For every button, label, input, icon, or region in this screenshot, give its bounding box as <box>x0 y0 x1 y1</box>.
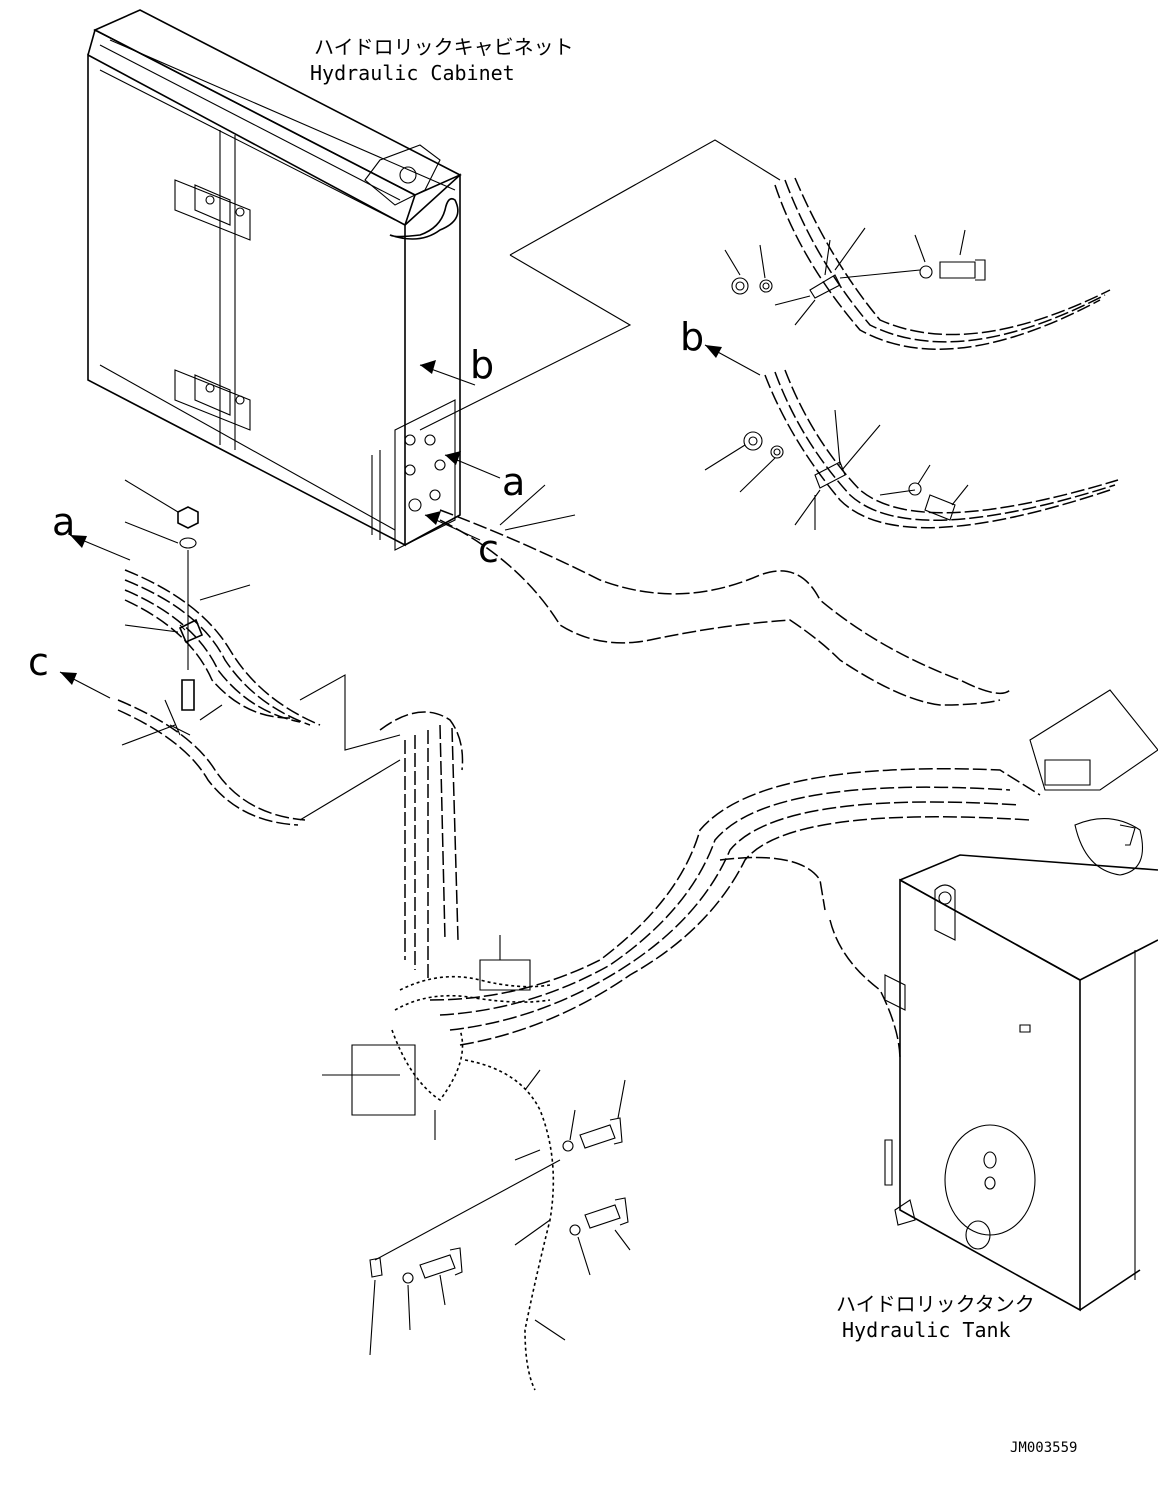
callout-a-detail: a <box>52 500 75 544</box>
callout-b-cabinet: b <box>470 343 494 387</box>
hydraulic-cabinet <box>87 9 462 551</box>
tank-label-en: Hydraulic Tank <box>842 1318 1011 1342</box>
clamp-leaders <box>499 484 576 531</box>
callout-c-detail: c <box>28 640 49 684</box>
callout-b-detail: b <box>680 315 704 359</box>
hose-cabinet-to-tank <box>439 509 1011 695</box>
detail-left: a c <box>28 479 401 826</box>
cabinet-label-jp: ハイドロリックキャビネット <box>314 35 574 59</box>
detail-reference-box <box>419 139 781 431</box>
cabinet-label-en: Hydraulic Cabinet <box>310 61 515 85</box>
drawing-id: JM003559 <box>1010 1440 1077 1456</box>
hose-cabinet-lower <box>439 519 1001 706</box>
center-hose-bundle <box>322 711 1041 1391</box>
tank-label-jp: ハイドロリックタンク <box>836 1292 1035 1316</box>
callout-a-cabinet: a <box>502 460 525 504</box>
hydraulic-tank <box>884 689 1158 1312</box>
detail-upper-right: b <box>680 177 1119 530</box>
cabinet-callouts: b a c <box>419 343 525 571</box>
